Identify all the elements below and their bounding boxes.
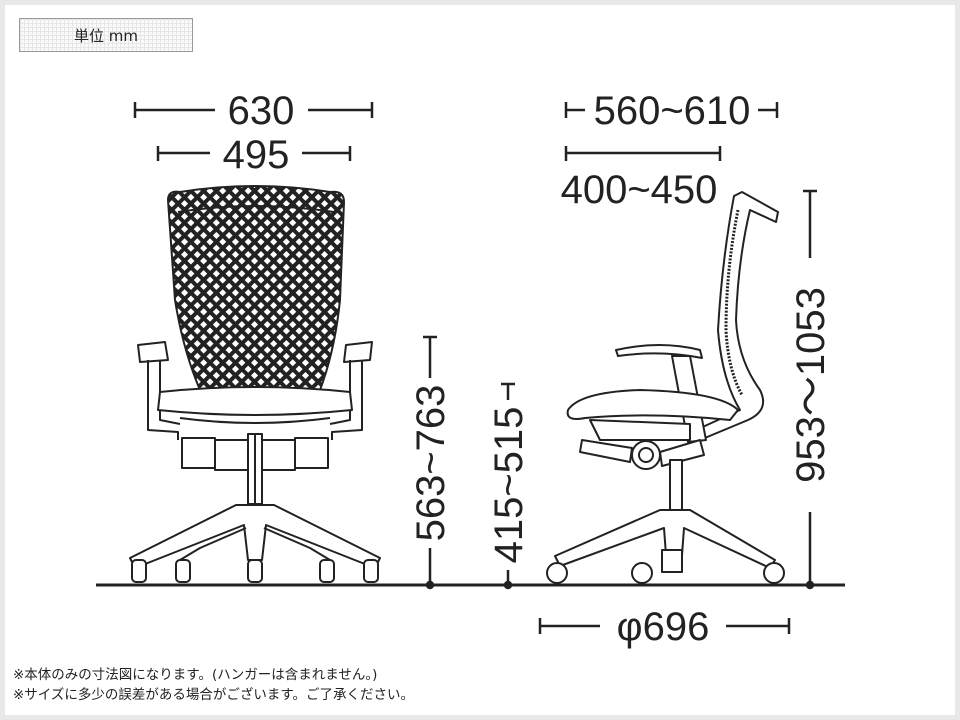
seat-width-label: 495 <box>223 133 290 177</box>
unit-label-text: 単位 mm <box>74 26 138 45</box>
overall-height-label: 953～1053 <box>789 287 833 483</box>
armrest-height-label: 563~763 <box>409 385 453 542</box>
side-view-chair <box>546 191 785 584</box>
front-view-chair <box>129 185 381 583</box>
overall-depth-label: 560~610 <box>594 89 751 133</box>
base-diameter-label: φ696 <box>617 605 710 649</box>
dimension-lines <box>133 102 817 634</box>
seat-height-label: 415~515 <box>487 407 531 564</box>
unit-label: 単位 mm <box>19 18 193 52</box>
note-2: ※サイズに多少の誤差がある場合がございます。ご了承ください。 <box>13 687 415 703</box>
backrest-mesh <box>167 185 345 391</box>
seat-depth-label: 400~450 <box>561 168 718 212</box>
notes: ※本体のみの寸法図になります。(ハンガーは含まれません。) ※サイズに多少の誤差… <box>13 665 414 705</box>
note-1: ※本体のみの寸法図になります。(ハンガーは含まれません。) <box>13 667 378 683</box>
overall-width-label: 630 <box>228 89 295 133</box>
